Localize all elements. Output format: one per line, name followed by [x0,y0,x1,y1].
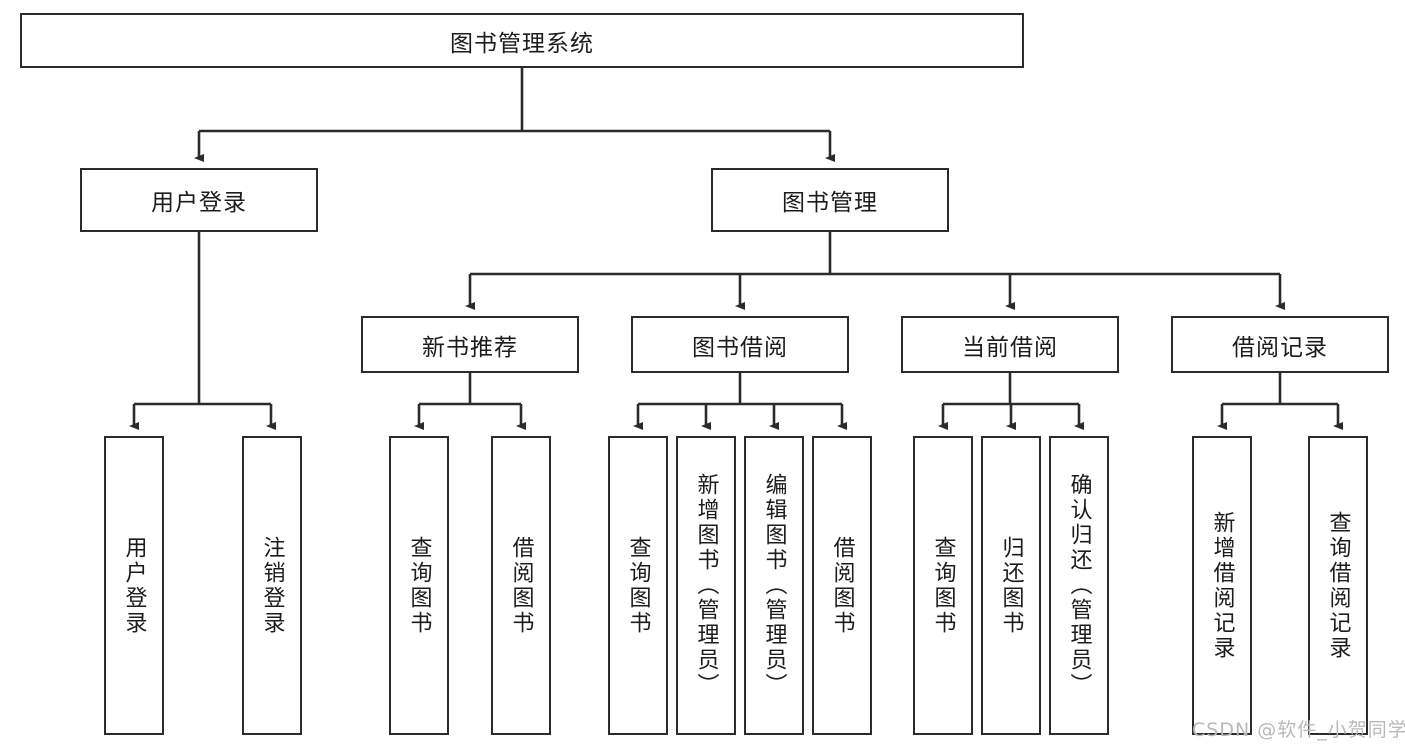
leaf-book-borrow-add-book[interactable]: 新增图书（管理员） [676,436,736,735]
leaf-borrow-record-add-record[interactable]: 新增借阅记录 [1192,436,1252,735]
node-label: 图书管理 [782,190,878,216]
leaf-book-borrow-query-book[interactable]: 查询图书 [608,436,668,735]
leaf-new-book-borrow-book[interactable]: 借阅图书 [491,436,551,735]
node-label: 查询借阅记录 [1325,510,1351,661]
leaf-book-borrow-borrow-book[interactable]: 借阅图书 [812,436,872,735]
leaf-current-borrow-query-book[interactable]: 查询图书 [913,436,973,735]
leaf-current-borrow-confirm-return[interactable]: 确认归还（管理员） [1049,436,1109,735]
leaf-user-login-login[interactable]: 用户登录 [104,436,164,735]
node-label: 查询图书 [930,535,956,636]
node-book-borrow[interactable]: 图书借阅 [631,316,849,373]
node-label: 归还图书 [998,535,1024,636]
leaf-new-book-query-book[interactable]: 查询图书 [389,436,449,735]
node-label: 注销登录 [259,535,285,636]
csdn-watermark: CSDN @软件_小贺同学 [1192,719,1405,741]
node-root-system[interactable]: 图书管理系统 [20,13,1024,68]
node-user-login[interactable]: 用户登录 [80,168,318,232]
node-label: 借阅图书 [508,535,534,636]
node-label: 借阅图书 [829,535,855,636]
node-label: 图书借阅 [692,334,788,361]
node-new-book-recommend[interactable]: 新书推荐 [361,316,579,373]
leaf-current-borrow-return-book[interactable]: 归还图书 [981,436,1041,735]
node-label: 新书推荐 [422,334,518,361]
leaf-borrow-record-query-record[interactable]: 查询借阅记录 [1308,436,1368,735]
node-label: 用户登录 [121,535,147,636]
leaf-book-borrow-edit-book[interactable]: 编辑图书（管理员） [744,436,804,735]
node-label: 确认归还（管理员） [1066,473,1092,698]
node-label: 用户登录 [151,190,247,216]
node-borrow-record[interactable]: 借阅记录 [1171,316,1389,373]
node-book-management[interactable]: 图书管理 [711,168,949,232]
node-label: 图书管理系统 [450,30,594,57]
node-current-borrow[interactable]: 当前借阅 [901,316,1119,373]
node-label: 查询图书 [406,535,432,636]
node-label: 借阅记录 [1232,334,1328,361]
node-label: 新增借阅记录 [1209,510,1235,661]
leaf-user-login-logout[interactable]: 注销登录 [242,436,302,735]
node-label: 新增图书（管理员） [693,473,719,698]
node-label: 编辑图书（管理员） [761,473,787,698]
node-label: 当前借阅 [962,334,1058,361]
node-label: 查询图书 [625,535,651,636]
